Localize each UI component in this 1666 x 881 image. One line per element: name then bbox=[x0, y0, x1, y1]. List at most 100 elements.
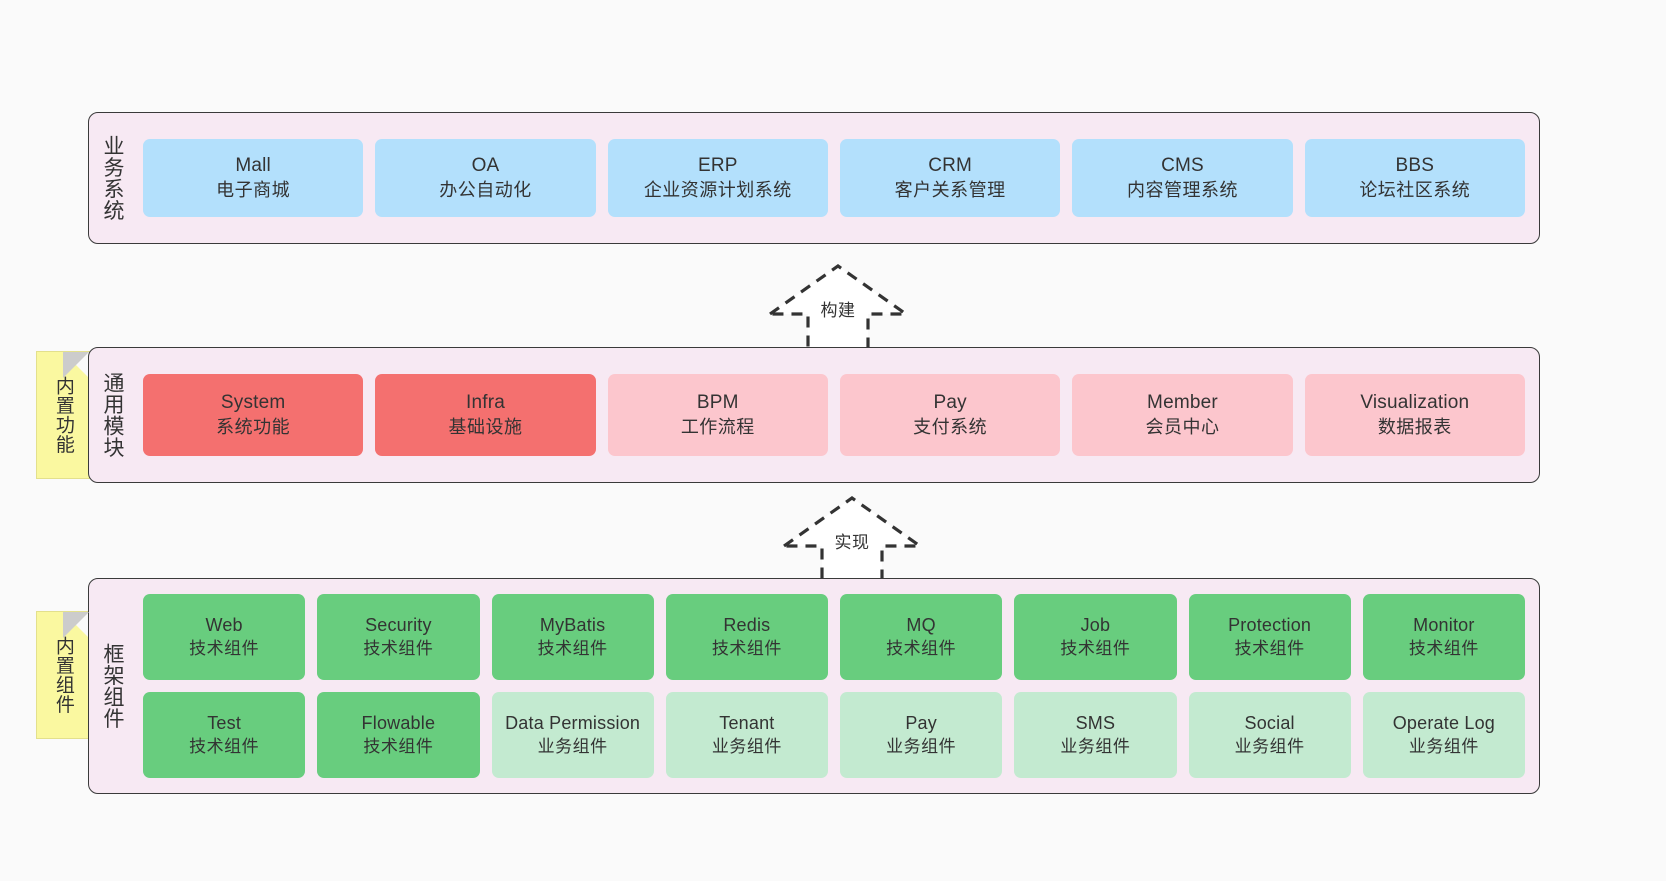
card-infra[interactable]: Infra 基础设施 bbox=[375, 374, 596, 456]
card-mall-title: Mall bbox=[235, 154, 271, 176]
card-erp[interactable]: ERP 企业资源计划系统 bbox=[607, 139, 828, 217]
card-data-permission[interactable]: Data Permission 业务组件 bbox=[491, 692, 654, 778]
card-sms-subtitle: 业务组件 bbox=[1060, 736, 1131, 756]
connector-build-label: 构建 bbox=[820, 301, 856, 320]
card-mall[interactable]: Mall 电子商城 bbox=[143, 139, 364, 217]
card-job-subtitle: 技术组件 bbox=[1060, 638, 1131, 658]
card-pay-module-subtitle: 支付系统 bbox=[913, 416, 988, 437]
layer-common-modules: 通用模块 System 系统功能 Infra 基础设施 BPM 工作流程 Pay… bbox=[88, 347, 1540, 483]
card-mall-subtitle: 电子商城 bbox=[216, 179, 291, 200]
card-redis-title: Redis bbox=[723, 615, 771, 636]
card-social[interactable]: Social 业务组件 bbox=[1188, 692, 1351, 778]
card-data-permission-title: Data Permission bbox=[505, 713, 641, 734]
card-mq-subtitle: 技术组件 bbox=[886, 638, 957, 658]
card-security-title: Security bbox=[365, 615, 432, 636]
card-mq[interactable]: MQ 技术组件 bbox=[840, 594, 1003, 680]
connector-build-arrow-icon bbox=[764, 264, 912, 352]
card-member-subtitle: 会员中心 bbox=[1145, 416, 1220, 437]
card-web-subtitle: 技术组件 bbox=[189, 638, 260, 658]
card-cms[interactable]: CMS 内容管理系统 bbox=[1072, 139, 1293, 217]
card-bbs-title: BBS bbox=[1395, 154, 1435, 176]
card-oa[interactable]: OA 办公自动化 bbox=[375, 139, 596, 217]
card-operate-log-subtitle: 业务组件 bbox=[1408, 736, 1479, 756]
connector-build: 构建 bbox=[758, 260, 918, 352]
layer-common-modules-label: 通用模块 bbox=[100, 372, 124, 458]
card-test-title: Test bbox=[207, 713, 242, 734]
card-redis[interactable]: Redis 技术组件 bbox=[665, 594, 828, 680]
card-sms-title: SMS bbox=[1075, 713, 1116, 734]
card-visualization[interactable]: Visualization 数据报表 bbox=[1304, 374, 1525, 456]
card-infra-title: Infra bbox=[465, 391, 505, 413]
card-security-subtitle: 技术组件 bbox=[363, 638, 434, 658]
card-mq-title: MQ bbox=[906, 615, 936, 636]
card-web[interactable]: Web 技术组件 bbox=[143, 594, 306, 680]
card-bpm[interactable]: BPM 工作流程 bbox=[607, 374, 828, 456]
card-system-title: System bbox=[220, 391, 286, 413]
card-job[interactable]: Job 技术组件 bbox=[1014, 594, 1177, 680]
layer-framework-components: 框架组件 Web 技术组件 Security 技术组件 MyBatis 技术组件… bbox=[88, 578, 1540, 794]
connector-implement-arrow-icon bbox=[778, 496, 926, 584]
card-operate-log-title: Operate Log bbox=[1392, 713, 1496, 734]
card-crm[interactable]: CRM 客户关系管理 bbox=[839, 139, 1061, 217]
card-bbs-subtitle: 论坛社区系统 bbox=[1359, 179, 1471, 200]
business-card-grid: Mall 电子商城 OA 办公自动化 ERP 企业资源计划系统 CRM 客户关系… bbox=[135, 139, 1539, 217]
layer-framework-components-label: 框架组件 bbox=[100, 643, 124, 729]
card-test[interactable]: Test 技术组件 bbox=[143, 692, 306, 778]
layer-business-system-label: 业务系统 bbox=[100, 135, 124, 221]
card-mybatis-title: MyBatis bbox=[539, 615, 606, 636]
card-tenant-title: Tenant bbox=[719, 713, 775, 734]
card-mybatis[interactable]: MyBatis 技术组件 bbox=[491, 594, 654, 680]
note-builtin-features: 内置功能 bbox=[36, 351, 90, 479]
framework-card-grid: Web 技术组件 Security 技术组件 MyBatis 技术组件 Redi… bbox=[135, 594, 1539, 778]
connector-implement-label: 实现 bbox=[834, 533, 870, 552]
card-oa-title: OA bbox=[471, 154, 500, 176]
card-bpm-title: BPM bbox=[696, 391, 739, 413]
card-erp-title: ERP bbox=[697, 154, 738, 176]
card-protection[interactable]: Protection 技术组件 bbox=[1188, 594, 1351, 680]
card-job-title: Job bbox=[1080, 615, 1111, 636]
card-operate-log[interactable]: Operate Log 业务组件 bbox=[1362, 692, 1525, 778]
card-bbs[interactable]: BBS 论坛社区系统 bbox=[1304, 139, 1525, 217]
card-monitor-subtitle: 技术组件 bbox=[1408, 638, 1479, 658]
card-sms[interactable]: SMS 业务组件 bbox=[1014, 692, 1177, 778]
card-mybatis-subtitle: 技术组件 bbox=[537, 638, 608, 658]
card-pay-component-title: Pay bbox=[905, 713, 937, 734]
connector-implement: 实现 bbox=[772, 492, 932, 584]
card-cms-title: CMS bbox=[1161, 154, 1204, 176]
card-monitor[interactable]: Monitor 技术组件 bbox=[1362, 594, 1525, 680]
card-system[interactable]: System 系统功能 bbox=[143, 374, 364, 456]
card-oa-subtitle: 办公自动化 bbox=[439, 179, 532, 200]
note-builtin-features-label: 内置功能 bbox=[52, 376, 74, 454]
card-data-permission-subtitle: 业务组件 bbox=[537, 736, 608, 756]
card-flowable-title: Flowable bbox=[361, 713, 436, 734]
card-flowable-subtitle: 技术组件 bbox=[363, 736, 434, 756]
card-pay-component[interactable]: Pay 业务组件 bbox=[840, 692, 1003, 778]
card-infra-subtitle: 基础设施 bbox=[448, 416, 523, 437]
layer-business-system: 业务系统 Mall 电子商城 OA 办公自动化 ERP 企业资源计划系统 CRM… bbox=[88, 112, 1540, 244]
card-protection-title: Protection bbox=[1228, 615, 1312, 636]
card-cms-subtitle: 内容管理系统 bbox=[1126, 179, 1238, 200]
card-tenant-subtitle: 业务组件 bbox=[711, 736, 782, 756]
card-system-subtitle: 系统功能 bbox=[216, 416, 291, 437]
card-web-title: Web bbox=[205, 615, 243, 636]
modules-card-grid: System 系统功能 Infra 基础设施 BPM 工作流程 Pay 支付系统… bbox=[135, 374, 1539, 456]
card-erp-subtitle: 企业资源计划系统 bbox=[643, 179, 792, 200]
card-crm-title: CRM bbox=[928, 154, 973, 176]
card-visualization-title: Visualization bbox=[1360, 391, 1470, 413]
card-social-subtitle: 业务组件 bbox=[1234, 736, 1305, 756]
card-test-subtitle: 技术组件 bbox=[189, 736, 260, 756]
card-protection-subtitle: 技术组件 bbox=[1234, 638, 1305, 658]
card-monitor-title: Monitor bbox=[1413, 615, 1475, 636]
card-member-title: Member bbox=[1147, 391, 1218, 413]
card-redis-subtitle: 技术组件 bbox=[711, 638, 782, 658]
card-member[interactable]: Member 会员中心 bbox=[1072, 374, 1293, 456]
card-crm-subtitle: 客户关系管理 bbox=[894, 179, 1006, 200]
card-flowable[interactable]: Flowable 技术组件 bbox=[317, 692, 480, 778]
card-security[interactable]: Security 技术组件 bbox=[317, 594, 480, 680]
card-tenant[interactable]: Tenant 业务组件 bbox=[665, 692, 828, 778]
note-builtin-components-label: 内置组件 bbox=[52, 636, 74, 714]
card-pay-module[interactable]: Pay 支付系统 bbox=[839, 374, 1061, 456]
card-pay-component-subtitle: 业务组件 bbox=[886, 736, 957, 756]
card-social-title: Social bbox=[1244, 713, 1295, 734]
